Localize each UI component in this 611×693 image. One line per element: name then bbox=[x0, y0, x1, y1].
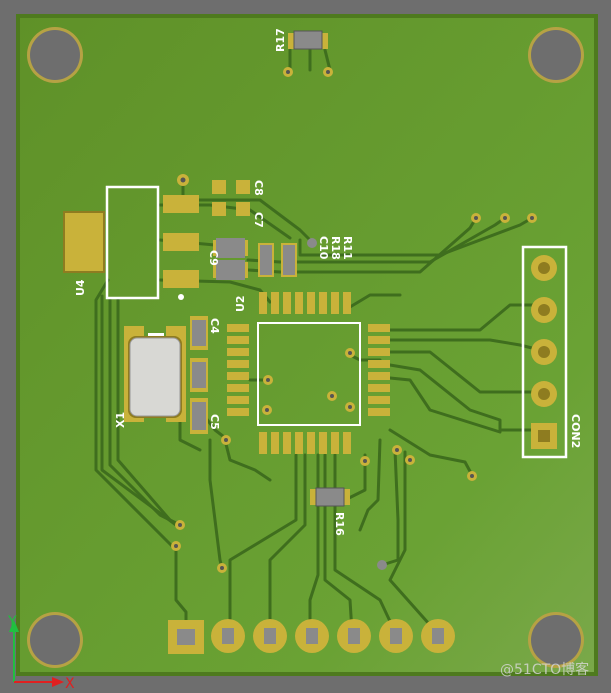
label-c7: C7 bbox=[252, 212, 265, 228]
u2-bottom-pads bbox=[259, 432, 351, 454]
label-r11: R11 bbox=[341, 236, 354, 260]
component-x1[interactable]: X1 bbox=[114, 326, 186, 428]
axis-y-label: Y bbox=[7, 614, 17, 630]
label-r17: R17 bbox=[274, 28, 287, 52]
vias bbox=[171, 213, 537, 573]
u2-left-pads bbox=[227, 324, 249, 416]
u2-right-pads bbox=[368, 324, 390, 416]
component-c7[interactable]: C7 bbox=[212, 202, 265, 228]
component-c8[interactable]: C8 bbox=[212, 180, 265, 196]
component-c9[interactable]: C9 bbox=[207, 238, 248, 280]
label-u2: U2 bbox=[234, 295, 247, 312]
u2-top-pads bbox=[259, 292, 351, 314]
label-c8: C8 bbox=[252, 180, 265, 196]
axis-x-label: X bbox=[65, 676, 75, 689]
bottom-header[interactable] bbox=[168, 619, 455, 654]
mounting-hole-icon bbox=[30, 615, 80, 665]
component-u4[interactable]: U4 bbox=[63, 185, 199, 300]
pcb-board bbox=[16, 14, 598, 676]
mounting-holes bbox=[27, 27, 584, 668]
component-r17[interactable]: R17 bbox=[274, 28, 333, 77]
component-con2[interactable]: CON2 bbox=[521, 245, 582, 459]
label-u4: U4 bbox=[74, 279, 87, 296]
watermark: @51CTO博客 bbox=[500, 661, 589, 678]
label-r18: R18 bbox=[329, 236, 342, 260]
origin-axis-icon: Y X bbox=[7, 614, 75, 692]
label-c5: C5 bbox=[208, 414, 221, 430]
mounting-hole-icon bbox=[531, 30, 581, 80]
label-c10: C10 bbox=[317, 236, 330, 260]
label-r16: R16 bbox=[333, 512, 346, 536]
component-c5[interactable]: C5 bbox=[190, 398, 221, 434]
component-cap-mid[interactable] bbox=[190, 358, 208, 392]
label-con2: CON2 bbox=[569, 414, 582, 448]
label-x1: X1 bbox=[114, 412, 127, 428]
component-r16[interactable]: R16 bbox=[310, 487, 350, 536]
component-u2[interactable]: U2 bbox=[227, 292, 390, 454]
component-c10-r18[interactable]: C10 R18 R11 bbox=[258, 236, 354, 277]
label-c4: C4 bbox=[208, 318, 221, 334]
mounting-hole-icon bbox=[30, 30, 80, 80]
label-c9: C9 bbox=[207, 250, 220, 266]
component-c4[interactable]: C4 bbox=[190, 316, 221, 350]
mounting-hole-icon bbox=[531, 615, 581, 665]
